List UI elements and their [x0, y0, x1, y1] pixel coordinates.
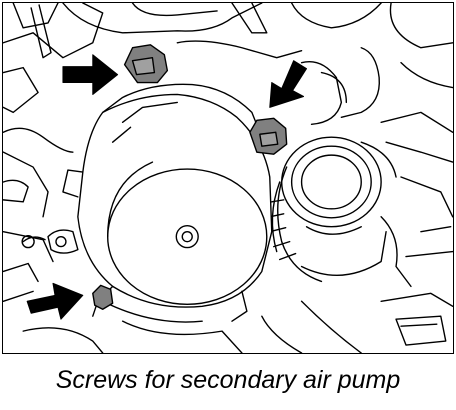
callout-arrow-icon — [62, 54, 119, 95]
line-drawing — [3, 3, 453, 353]
callout-arrow-icon — [269, 60, 308, 108]
screw-lower-left — [92, 284, 114, 310]
screw-upper-left — [123, 44, 169, 84]
pump-illustration — [2, 2, 454, 354]
screw-upper-right — [249, 117, 288, 155]
engine-background — [3, 3, 453, 353]
figure-caption: Screws for secondary air pump — [55, 366, 401, 394]
air-hose — [269, 136, 397, 283]
secondary-air-pump — [21, 83, 273, 323]
callout-arrow-icon — [26, 282, 84, 320]
